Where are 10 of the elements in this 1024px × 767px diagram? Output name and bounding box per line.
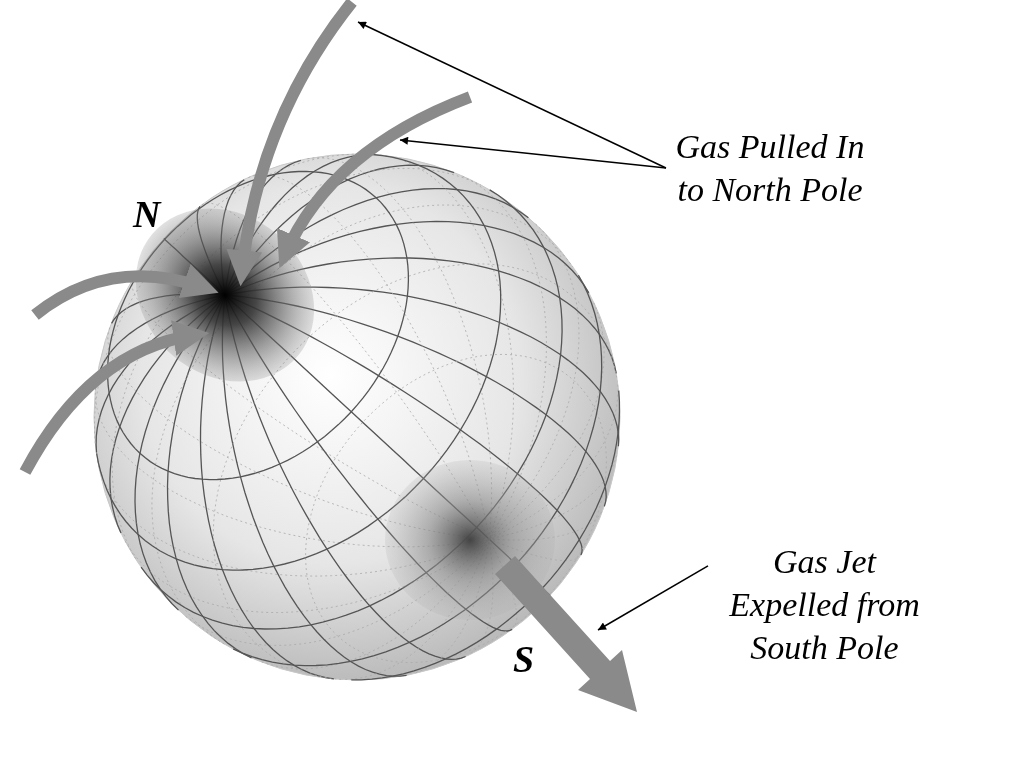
callout-text: Gas Pulled In to North Pole (674, 127, 866, 210)
pole-label: N (133, 192, 161, 236)
leader-line (399, 136, 667, 169)
gas-jet-arrow (495, 556, 637, 712)
callout-text: Gas Jet Expelled from South Pole (728, 542, 921, 668)
gas-inflow-arrow (278, 91, 473, 268)
leader-line (357, 21, 667, 169)
leader-line (597, 565, 709, 631)
pole-label: S (513, 637, 535, 681)
gas-inflow-arrow (226, 0, 357, 287)
